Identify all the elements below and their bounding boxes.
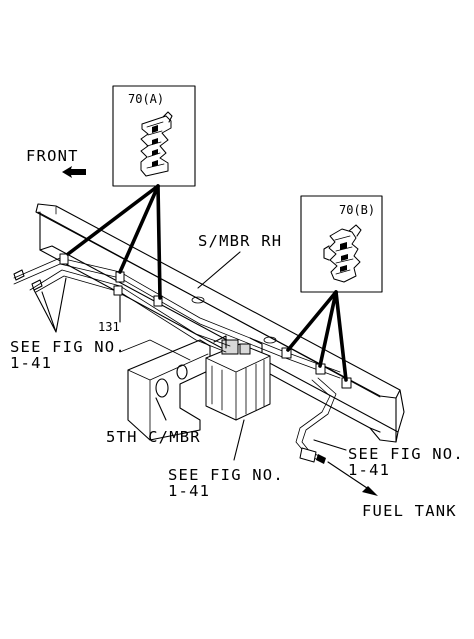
canister-assembly	[205, 335, 271, 421]
see-fig-center-line2: 1-41	[168, 482, 210, 500]
clip-b-drawing	[323, 224, 362, 283]
front-label: FRONT	[26, 147, 79, 165]
see-fig-left-line2: 1-41	[10, 354, 52, 372]
see-fig-right-line1: SEE FIG NO.	[348, 445, 464, 463]
part-number-131: 131	[98, 320, 120, 334]
clip-a-drawing	[140, 111, 173, 177]
clip-a-label: 70(A)	[128, 92, 164, 106]
leader-lines	[33, 184, 378, 496]
front-direction-arrow-icon	[62, 166, 86, 178]
fuel-tank-label: FUEL TANK	[362, 502, 457, 520]
detail-box-clip-b: 70(B)	[300, 195, 383, 293]
cross-member-label: 5TH C/MBR	[106, 428, 201, 446]
detail-box-clip-a: 70(A)	[112, 85, 196, 187]
see-fig-center-line1: SEE FIG NO.	[168, 466, 284, 484]
fifth-cross-member	[119, 339, 211, 441]
side-member-label: S/MBR RH	[198, 232, 282, 250]
see-fig-left-line1: SEE FIG NO.	[10, 338, 126, 356]
see-fig-right-line2: 1-41	[348, 461, 390, 479]
clip-b-label: 70(B)	[339, 203, 375, 217]
fuel-tank-direction-arrow-icon	[362, 486, 378, 496]
